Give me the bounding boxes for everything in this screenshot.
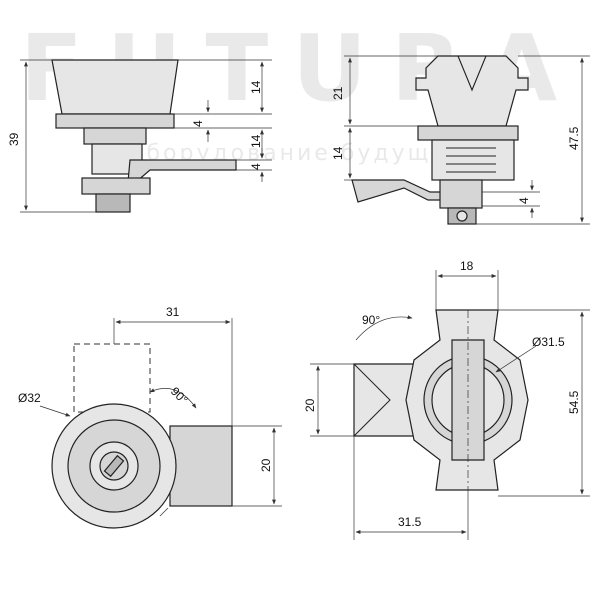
front-dim-mid: 14	[249, 134, 263, 148]
plan-right-dim-width: 18	[460, 259, 474, 273]
plan-left-lever	[169, 425, 233, 507]
side-view: 21 14 47.5 4	[331, 55, 590, 225]
plan-right-dim-bottom-width: 31.5	[398, 515, 422, 529]
plan-view-right: 18 90° Ø31.5 20 54.5 31.5	[303, 259, 590, 540]
plan-view-left: 31 Ø32 90° 20	[18, 305, 282, 529]
plan-left-dim-angle: 90°	[168, 384, 191, 407]
plan-right-center-bar	[451, 339, 485, 461]
side-thread	[431, 139, 515, 181]
side-spring	[446, 147, 496, 173]
front-nut	[83, 127, 147, 145]
side-shaft-bolt	[456, 210, 468, 222]
front-shaft-end	[95, 193, 131, 213]
side-lower-body	[439, 179, 483, 209]
front-flange	[55, 113, 175, 129]
front-bottom-nut	[81, 177, 151, 195]
front-dim-top: 14	[249, 80, 263, 94]
plan-left-dashed-lever	[73, 343, 151, 413]
plan-right-dim-height-right: 54.5	[567, 390, 581, 414]
front-dim-gap-a: 4	[191, 120, 205, 127]
plan-right-dim-height-left: 20	[303, 398, 317, 412]
front-dim-gap-b: 4	[249, 163, 263, 170]
side-dim-gap: 4	[517, 197, 531, 204]
front-cap	[51, 59, 179, 115]
front-dim-total-height: 39	[7, 132, 21, 146]
plan-left-dim-diameter: Ø32	[18, 391, 41, 405]
side-dim-upper: 21	[331, 86, 345, 100]
plan-left-dim-height: 20	[259, 458, 273, 472]
front-view: 39 14 4 14 4	[7, 59, 272, 213]
plan-left-key-slot	[103, 454, 125, 478]
plan-left-dim-width: 31	[166, 305, 180, 319]
plan-right-dim-diameter: Ø31.5	[532, 335, 565, 349]
side-flange	[417, 125, 519, 141]
side-dim-total: 47.5	[567, 126, 581, 150]
plan-right-dim-angle: 90°	[362, 313, 380, 327]
side-dim-lower: 14	[331, 146, 345, 160]
